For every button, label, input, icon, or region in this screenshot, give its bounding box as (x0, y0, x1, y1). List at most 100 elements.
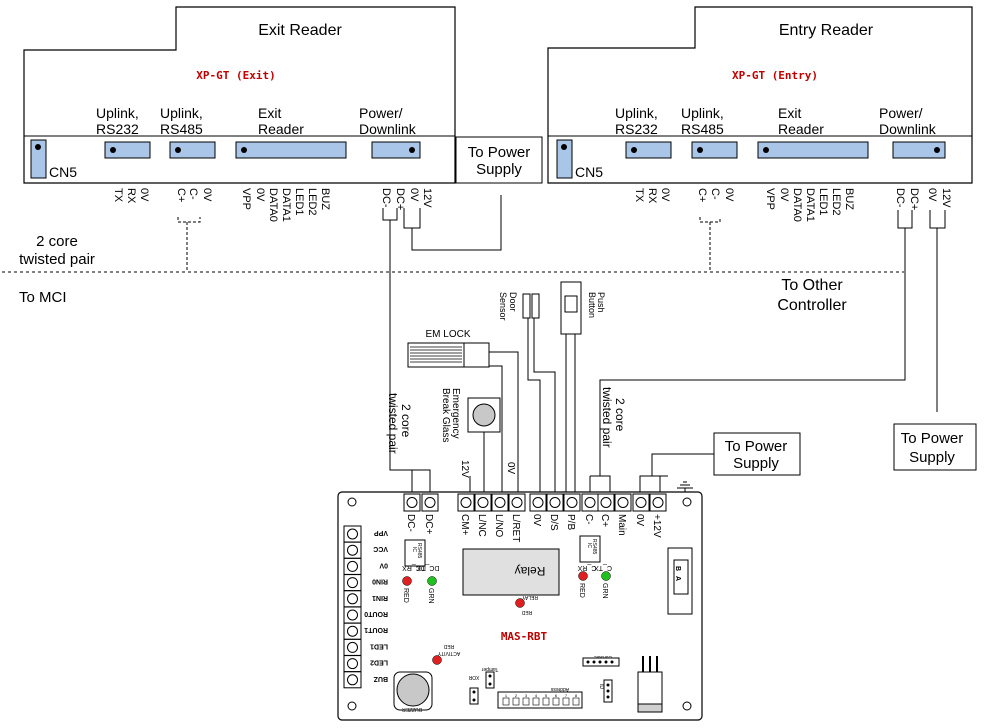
to-mci-label: To MCI (19, 289, 67, 306)
left-terminal-label-7: LED1 (370, 642, 388, 649)
entry-uplink-rs485-1: Uplink, (681, 105, 724, 121)
terminal-label-9: C- (583, 514, 594, 525)
entry-pin-data1-9: DATA1 (804, 188, 816, 222)
emergency-label-2: Break Glass (440, 388, 451, 442)
exit-pin-0v-15: 0V (408, 188, 420, 202)
dc-rx-label: DC_RX (402, 564, 426, 571)
exit-pin-0v-7: 0V (254, 188, 266, 202)
to-other-controller-2: Controller (777, 297, 847, 314)
terminal-label-10: C+ (599, 514, 610, 527)
left-terminal-label-2: 0V (379, 561, 388, 568)
entry-pin-0v-2: 0V (659, 188, 671, 202)
entry-pin-0v-5: 0V (723, 188, 735, 202)
tps-right-line1: To Power (901, 430, 964, 447)
exit-pin-dc+-14: DC+ (394, 188, 406, 210)
ab-jumper: B A (667, 547, 693, 615)
left-terminal-label-6: ROUT1 (364, 626, 388, 633)
entry-pin-vpp-6: VPP (764, 188, 776, 210)
entry-pin-dc+-14: DC+ (908, 188, 920, 210)
entry-uplink-rs485-2: RS485 (681, 121, 724, 137)
c-rx-red-led (578, 571, 588, 581)
c-tx-label: C_TX (594, 564, 612, 571)
entry-power-1: Power/ (879, 105, 923, 121)
twisted-pair-v2-1: 2 core (613, 398, 627, 432)
terminal-label-8: P/B (565, 514, 576, 530)
entry-uplink-rs232-2: RS232 (615, 121, 658, 137)
left-terminal-label-8: LED2 (370, 659, 388, 666)
exit-uplink-rs232-2: RS232 (96, 121, 139, 137)
tps-mid-line2: Supply (733, 455, 779, 472)
dip-switch-6 (552, 697, 560, 706)
buzzer: BUZZER (393, 671, 433, 712)
exit-pin-0v-2: 0V (138, 188, 150, 202)
entry-pin-0v-7: 0V (778, 188, 790, 202)
terminal-label-13: +12V (651, 514, 662, 538)
exit-pin-c+-3: C+ (175, 188, 187, 202)
relay-label: Relay (515, 564, 546, 578)
dip-switch-3 (522, 697, 530, 706)
push-button: Push Button (560, 281, 606, 335)
dip-num-3: 3 (525, 693, 528, 698)
c-red-label: RED (578, 583, 585, 598)
dip-switch-1 (502, 697, 510, 706)
left-terminal-label-0: VPP (374, 529, 388, 536)
entry-pin-tx-0: TX (633, 188, 645, 203)
entry-pin-buz-12: BUZ (843, 188, 855, 210)
exit-pin-vpp-6: VPP (240, 188, 252, 210)
entry-rs232-connector (625, 141, 672, 159)
em-lock-label: EM LOCK (425, 329, 470, 340)
jumper-b-label: B (674, 566, 681, 571)
entry-reader-connector (757, 141, 869, 159)
exit-pin-led2-11: LED2 (306, 188, 318, 216)
to-power-supply-right: To Power Supply (893, 423, 977, 471)
c-rx-label: C_RX (577, 564, 596, 571)
entry-pin-led1-10: LED1 (817, 188, 829, 216)
exit-uplink-rs232-1: Uplink, (96, 105, 139, 121)
entry-pin-12v-16: 12V (940, 188, 952, 208)
exit-pin-data0-8: DATA0 (267, 188, 279, 222)
relay-led-label: RELAY (521, 594, 538, 600)
entry-reader-model: XP-GT (Entry) (732, 69, 818, 82)
terminal-label-4: L/NO (493, 514, 504, 538)
exit-pin-c--4: C- (187, 188, 199, 200)
left-terminal-label-9: BUZ (373, 675, 388, 682)
id-label: ID (598, 684, 604, 689)
left-terminal-label-1: VCC (373, 545, 388, 552)
entry-pin-c+-3: C+ (696, 188, 708, 202)
activity-red-label: RED (443, 643, 454, 649)
exit-reader-model: XP-GT (Exit) (196, 69, 275, 82)
entry-pin-c--4: C- (709, 188, 721, 200)
terminal-label-5: L/RET (510, 514, 521, 542)
door-sensor-label-1: Door (508, 292, 518, 312)
rs485-ic-left-label-2: IC (411, 547, 417, 552)
em-lock: EM LOCK (407, 329, 490, 368)
to-other-controller-1: To Other (781, 277, 843, 294)
exit-rs485-connector (169, 141, 216, 159)
terminal-label-7: D/S (548, 514, 559, 531)
entry-reader-title: Entry Reader (779, 22, 874, 39)
exit-pin-0v-5: 0V (201, 188, 213, 202)
to-power-supply-mid: To Power Supply (713, 432, 801, 476)
relay-red-label: RED (521, 609, 532, 615)
to-power-supply-top: To Power Supply (455, 136, 543, 184)
entry-uplink-rs232-1: Uplink, (615, 105, 658, 121)
v0-label: 0V (505, 462, 516, 475)
v12-label: 12V (459, 460, 470, 478)
exit-power-2: Downlink (359, 121, 417, 137)
door-sensor-label-2: Sensor (498, 292, 508, 321)
relay-component (462, 548, 560, 596)
tps-top-line2: Supply (476, 161, 522, 178)
exit-pin-led1-10: LED1 (293, 188, 305, 216)
tps-top-line1: To Power (468, 144, 531, 161)
c-tx-green-led (601, 571, 611, 581)
dc-rx-red-led (402, 576, 412, 586)
dip-num-7: 7 (565, 693, 568, 698)
entry-exitreader-2: Reader (778, 121, 824, 137)
entry-reader: Entry Reader XP-GT (Entry) Uplink, RS232… (547, 6, 973, 222)
dip-num-8: 8 (575, 693, 578, 698)
dc-tx-label: DC_TX (416, 564, 439, 571)
